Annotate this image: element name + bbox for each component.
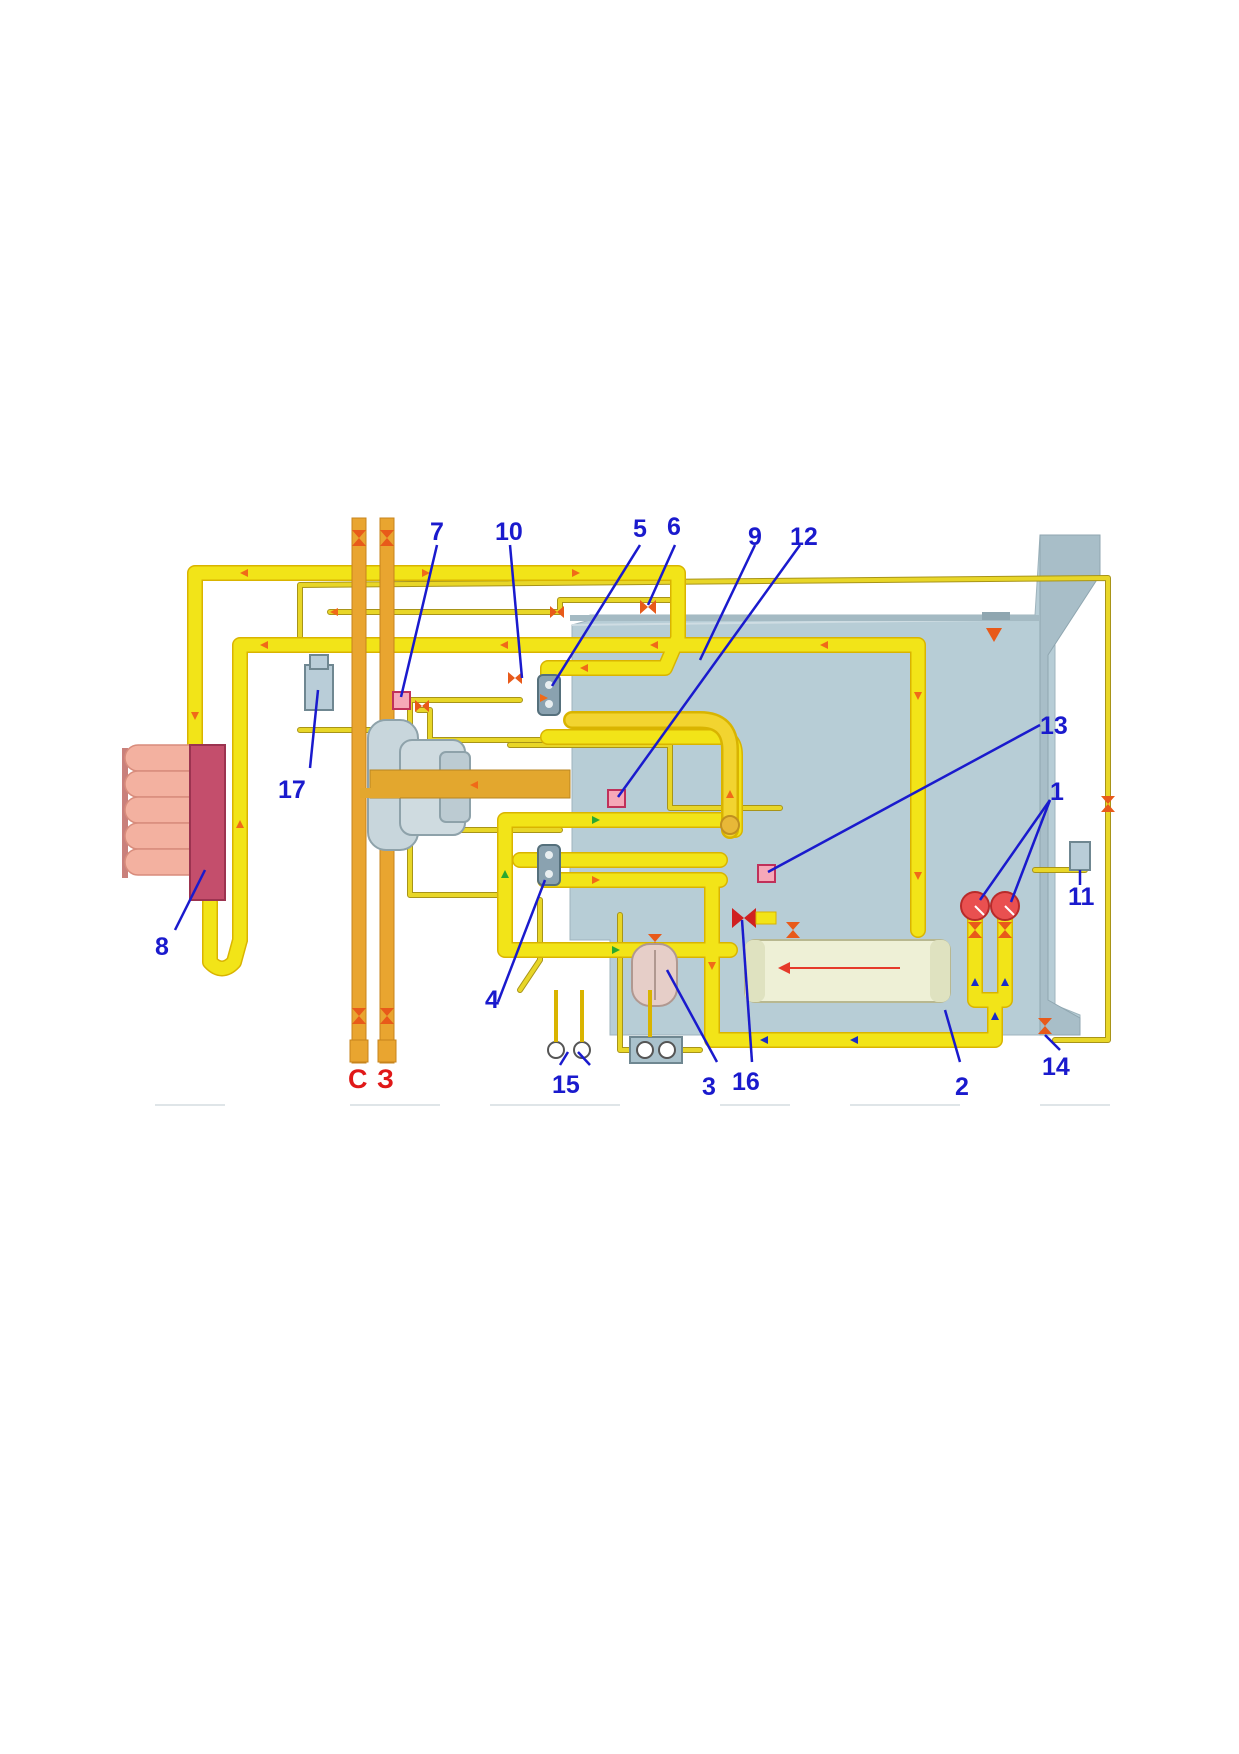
label-11: 11 [1068,883,1095,911]
label-7: 7 [430,518,444,546]
label-10: 10 [495,518,523,546]
labels: 7 10 5 6 9 12 13 1 11 14 2 16 3 15 4 17 … [155,513,1095,1101]
label-5: 5 [633,515,647,543]
engine-unit [360,719,571,851]
flow-arrows [191,569,1009,1044]
boiler-2 [744,939,951,1003]
label-8: 8 [155,933,169,961]
label-17: 17 [278,776,306,804]
leader-lines [173,544,1082,1066]
label-pipe-c: С [348,1064,368,1094]
label-12: 12 [790,523,818,551]
filter-3 [631,943,678,1007]
label-15: 15 [552,1071,580,1099]
label-2: 2 [955,1073,969,1101]
label-1: 1 [1050,778,1064,806]
heater-radiator [122,744,226,901]
label-9: 9 [748,523,762,551]
exchanger-4 [537,844,561,886]
label-pipe-3: З [377,1064,394,1094]
label-16: 16 [732,1068,760,1096]
label-3: 3 [702,1073,716,1101]
pump-1a [960,891,990,921]
sensor-13 [757,864,776,883]
valve-16-icon [732,908,777,928]
label-4: 4 [485,986,499,1014]
label-6: 6 [667,513,681,541]
label-13: 13 [1040,712,1068,740]
level-marker-icon [982,612,1010,642]
main-pipes [187,565,1013,1048]
pump-1b [990,891,1020,921]
valves [352,530,1115,1034]
exchanger-5 [537,674,561,716]
gauges-15 [547,990,683,1064]
filter-17 [304,654,334,711]
label-14: 14 [1042,1053,1070,1081]
component-11 [1069,841,1091,871]
